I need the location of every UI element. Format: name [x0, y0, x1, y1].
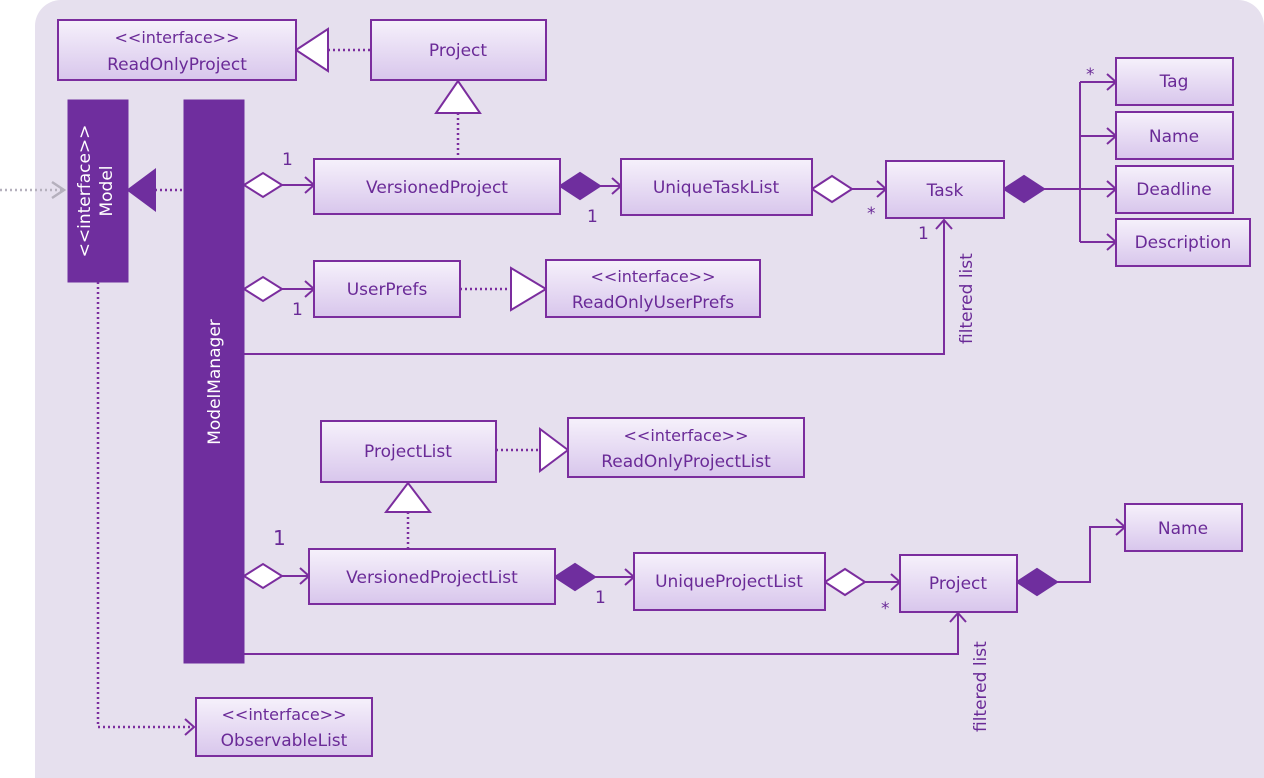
class-uniquetasklist[interactable]: UniqueTaskList	[620, 158, 813, 216]
multiplicity-label: 1	[292, 300, 303, 320]
class-modelmanager[interactable]: ModelManager	[183, 99, 245, 664]
class-observablelist[interactable]: <<interface>> ObservableList	[195, 697, 373, 757]
multiplicity-label: 1	[282, 150, 293, 170]
model-manager-realizes-model	[126, 168, 184, 212]
class-versionedprojectlist[interactable]: VersionedProjectList	[308, 548, 556, 605]
project-name-composition	[1015, 518, 1127, 597]
class-project-name[interactable]: Name	[1124, 503, 1243, 552]
class-name: ModelManager	[205, 319, 225, 445]
class-uniqueprojectlist[interactable]: UniqueProjectList	[633, 552, 826, 611]
versionedprojectlist-uniqueprojectlist-composition	[553, 562, 636, 592]
stereotype-label: <<interface>>	[624, 426, 749, 445]
class-name: ProjectList	[364, 442, 452, 462]
class-name: ReadOnlyProjectList	[601, 452, 771, 472]
filtered-list-label: filtered list	[971, 641, 991, 732]
class-model[interactable]: <<interface>> Model	[67, 99, 129, 283]
class-name: Tag	[1159, 72, 1189, 92]
class-name: Project	[429, 41, 487, 61]
task-attributes-composition	[1002, 73, 1118, 251]
class-name: Name	[1149, 127, 1199, 147]
stereotype-label: <<interface>>	[75, 125, 95, 258]
class-name: VersionedProject	[366, 178, 508, 198]
multiplicity-label: 1	[595, 588, 606, 608]
class-name: ObservableList	[221, 731, 348, 751]
class-name: Model	[97, 165, 117, 216]
class-readonlyprojectlist[interactable]: <<interface>> ReadOnlyProjectList	[567, 417, 805, 478]
multiplicity-label: 1	[273, 526, 286, 550]
class-userprefs[interactable]: UserPrefs	[313, 260, 461, 318]
tasklist-task-aggregation	[810, 174, 888, 204]
mm-project-filtered-list	[244, 611, 967, 655]
class-name: ReadOnlyUserPrefs	[572, 293, 734, 313]
class-name: Deadline	[1136, 180, 1211, 200]
mm-task-filtered-list	[244, 218, 953, 355]
class-name: Name	[1158, 519, 1208, 539]
versionedproject-tasklist-composition	[558, 171, 623, 201]
class-name: VersionedProjectList	[346, 568, 518, 588]
class-name: UniqueProjectList	[655, 572, 803, 592]
class-name: UniqueTaskList	[653, 178, 780, 198]
project-realizes-readonlyproject	[294, 27, 371, 73]
mm-versionedproject-aggregation	[242, 171, 316, 199]
class-task-name[interactable]: Name	[1115, 111, 1234, 160]
class-name: ReadOnlyProject	[107, 55, 247, 75]
versionedprojectlist-extends-projectlist	[383, 481, 433, 549]
multiplicity-label: 1	[918, 224, 929, 244]
filtered-list-label: filtered list	[957, 253, 977, 344]
model-observablelist-dependency	[96, 282, 196, 736]
mm-userprefs-aggregation	[242, 275, 316, 303]
class-name: Task	[926, 181, 964, 201]
multiplicity-label: *	[1086, 65, 1095, 85]
class-deadline[interactable]: Deadline	[1115, 165, 1234, 214]
class-name: UserPrefs	[347, 280, 428, 300]
projectlist-realizes-readonlyprojectlist	[496, 427, 570, 473]
class-project-bottom[interactable]: Project	[899, 554, 1018, 613]
class-description[interactable]: Description	[1115, 218, 1251, 267]
class-projectlist[interactable]: ProjectList	[320, 420, 497, 483]
stereotype-label: <<interface>>	[222, 705, 347, 724]
multiplicity-label: *	[867, 204, 876, 224]
stereotype-label: <<interface>>	[591, 267, 716, 286]
class-readonlyuserprefs[interactable]: <<interface>> ReadOnlyUserPrefs	[545, 259, 761, 318]
stereotype-label: <<interface>>	[115, 28, 240, 47]
class-readonlyproject[interactable]: <<interface>> ReadOnlyProject	[57, 19, 297, 81]
class-name: Description	[1135, 233, 1232, 253]
userprefs-realizes-readonlyuserprefs	[460, 266, 548, 312]
multiplicity-label: 1	[587, 207, 598, 227]
multiplicity-label: *	[881, 599, 890, 619]
class-task[interactable]: Task	[885, 160, 1005, 219]
mm-versionedprojectlist-aggregation	[242, 562, 311, 590]
versionedproject-extends-project	[434, 79, 482, 158]
class-project-top[interactable]: Project	[370, 19, 547, 81]
class-tag[interactable]: Tag	[1115, 57, 1234, 106]
class-name: Project	[929, 574, 987, 594]
class-versionedproject[interactable]: VersionedProject	[313, 158, 561, 215]
external-dependency-arrow	[0, 180, 67, 200]
uniqueprojectlist-project-aggregation	[823, 567, 902, 597]
